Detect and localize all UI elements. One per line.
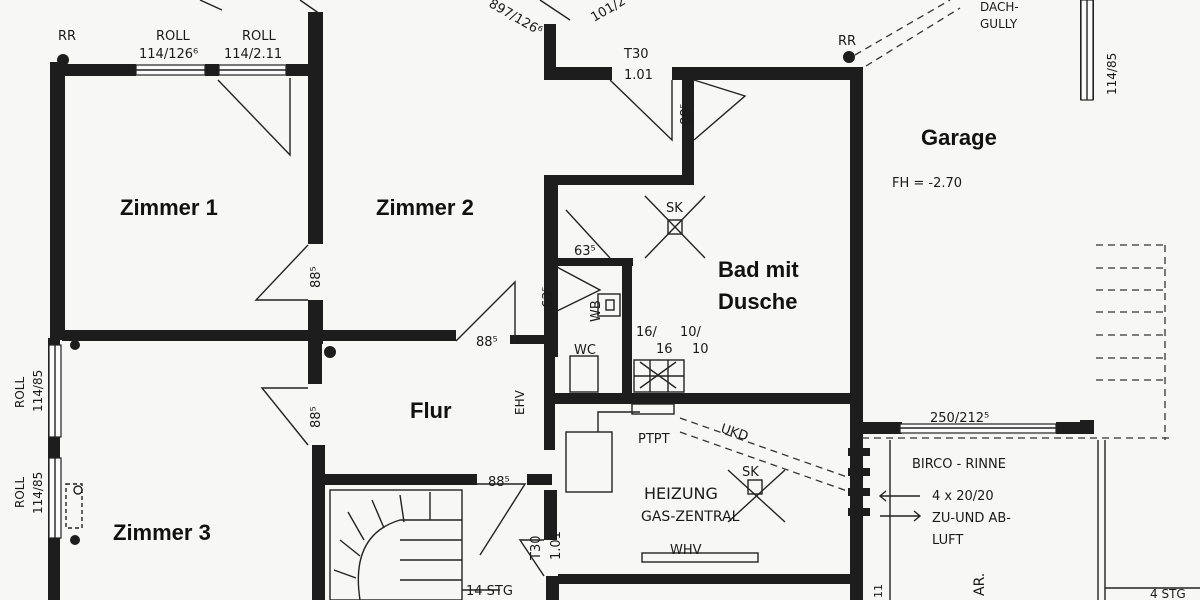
- bath-fixtures: [569, 195, 706, 393]
- sk-bath-label: SK: [666, 201, 683, 216]
- heating-fixtures: [565, 403, 922, 563]
- dim-z1-z2: 88⁵: [309, 266, 324, 288]
- dim-top-mid: 897/126⁶: [486, 0, 545, 39]
- room-flur-label: Flur: [410, 398, 452, 423]
- dim-flur-left: 88⁵: [309, 406, 324, 428]
- roll-top2-dim: 114/2.11: [224, 47, 282, 62]
- wc-label: WC: [574, 343, 596, 358]
- dim-635-v: 63⁵: [541, 286, 556, 308]
- ptpt-label: PTPT: [638, 432, 670, 447]
- stair-1010-a: 10/: [680, 325, 702, 340]
- room-heizung-label: HEIZUNG: [644, 484, 718, 503]
- door-swings: [199, 0, 747, 577]
- t30-bot-label: T30: [529, 536, 544, 561]
- walls: [48, 0, 1094, 600]
- room-gas-label: GAS-ZENTRAL: [641, 509, 740, 525]
- birco-label: BIRCO - RINNE: [912, 457, 1006, 472]
- windows: [48, 0, 1094, 539]
- annotations: RR RR ROLL 114/126⁶ ROLL 114/2.11 897/12…: [13, 0, 1186, 600]
- room-bad-label-line1: Bad mit: [718, 257, 799, 282]
- stg14-label: 14 STG: [466, 584, 513, 599]
- dim-11-label: 11: [872, 584, 885, 598]
- room-zimmer1-label: Zimmer 1: [120, 195, 218, 220]
- roll-left2-label: ROLL: [13, 477, 27, 508]
- vent-label-1: 4 x 20/20: [932, 489, 994, 504]
- dim-z2-flur: 88⁵: [476, 335, 498, 350]
- rr-left-label: RR: [58, 29, 76, 44]
- gully-label: GULLY: [980, 17, 1018, 31]
- room-zimmer3-label: Zimmer 3: [113, 520, 211, 545]
- room-zimmer2-label: Zimmer 2: [376, 195, 474, 220]
- dach-label: DACH-: [980, 0, 1019, 14]
- wb-label: WB: [589, 300, 604, 322]
- roll-top1-dim: 114/126⁶: [139, 47, 198, 62]
- stair-1616-b: 16: [656, 342, 673, 357]
- vent-label-2: ZU-UND AB-: [932, 511, 1011, 526]
- dim-top-right: 101/2: [589, 0, 629, 25]
- pipe-markers: [57, 51, 855, 545]
- dim-635-h: 63⁵: [574, 244, 596, 259]
- dim-flur-bottom: 88⁵: [488, 475, 510, 490]
- stair-1616-a: 16/: [636, 325, 658, 340]
- room-bad-label-line2: Dusche: [718, 289, 797, 314]
- dim-bath-top: 88⁵: [679, 103, 694, 125]
- sk-heiz-label: SK: [742, 465, 759, 480]
- stair-1010-b: 10: [692, 342, 709, 357]
- garage-dashes: [854, 0, 1200, 600]
- t30-bot-dim: 1.01: [549, 531, 564, 560]
- roll-left1-dim: 114/85: [31, 370, 45, 412]
- roll-top2-label: ROLL: [242, 29, 277, 44]
- stairs: [329, 489, 500, 600]
- ukd-label: UKD: [719, 422, 750, 445]
- roll-top1-label: ROLL: [156, 29, 191, 44]
- roll-left1-label: ROLL: [13, 377, 27, 408]
- roll-left2-dim: 114/85: [31, 472, 45, 514]
- whv-label: WHV: [670, 543, 702, 558]
- vent-label-3: LUFT: [932, 533, 963, 548]
- t30-top-label: T30: [623, 47, 648, 62]
- fh-label: FH = -2.70: [892, 176, 962, 191]
- room-labels: Zimmer 1 Zimmer 2 Zimmer 3 Flur Garage B…: [113, 125, 997, 545]
- room-garage-label: Garage: [921, 125, 997, 150]
- dim-garage-bottom: 250/212⁵: [930, 411, 989, 426]
- rr-garage-label: RR: [838, 34, 856, 49]
- ar-label: AR.: [972, 573, 988, 596]
- stg-right-label: 4 STG: [1150, 587, 1186, 600]
- ehv-label: EHV: [513, 389, 527, 415]
- t30-top-dim: 1.01: [624, 68, 653, 83]
- dim-garage-right: 114/85: [1105, 53, 1119, 95]
